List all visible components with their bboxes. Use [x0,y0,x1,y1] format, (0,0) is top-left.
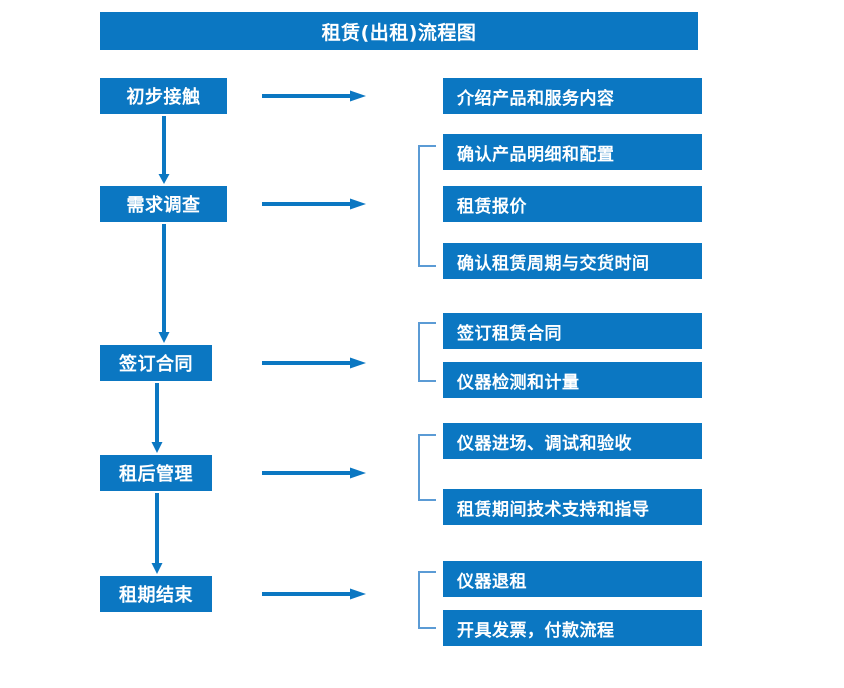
arrow-down-icon-1 [158,116,170,184]
arrow-down-icon-3 [151,383,163,453]
stage-box-5[interactable]: 租期结束 [100,576,212,612]
arrow-right-icon-2 [262,198,366,210]
detail-box-1[interactable]: 介绍产品和服务内容 [443,78,702,114]
detail-box-2[interactable]: 确认产品明细和配置 [443,134,702,170]
detail-box-4[interactable]: 确认租赁周期与交货时间 [443,243,702,279]
detail-box-9[interactable]: 仪器退租 [443,561,702,597]
page-title: 租赁(出租)流程图 [100,12,698,50]
detail-box-7[interactable]: 仪器进场、调试和验收 [443,423,702,459]
stage-box-2[interactable]: 需求调查 [100,186,227,222]
detail-box-8[interactable]: 租赁期间技术支持和指导 [443,489,702,525]
detail-box-6[interactable]: 仪器检测和计量 [443,362,702,398]
arrow-right-icon-5 [262,588,366,600]
detail-box-10[interactable]: 开具发票，付款流程 [443,610,702,646]
arrow-right-icon-3 [262,357,366,369]
group-bracket-2 [418,322,436,382]
arrow-right-icon-4 [262,467,366,479]
stage-box-3[interactable]: 签订合同 [100,345,212,381]
group-bracket-1 [418,145,436,267]
arrow-down-icon-2 [158,224,170,343]
stage-box-1[interactable]: 初步接触 [100,78,227,114]
arrow-right-icon-1 [262,90,366,102]
group-bracket-4 [418,571,436,629]
detail-box-3[interactable]: 租赁报价 [443,186,702,222]
stage-box-4[interactable]: 租后管理 [100,455,212,491]
detail-box-5[interactable]: 签订租赁合同 [443,313,702,349]
group-bracket-3 [418,434,436,501]
arrow-down-icon-4 [151,493,163,574]
